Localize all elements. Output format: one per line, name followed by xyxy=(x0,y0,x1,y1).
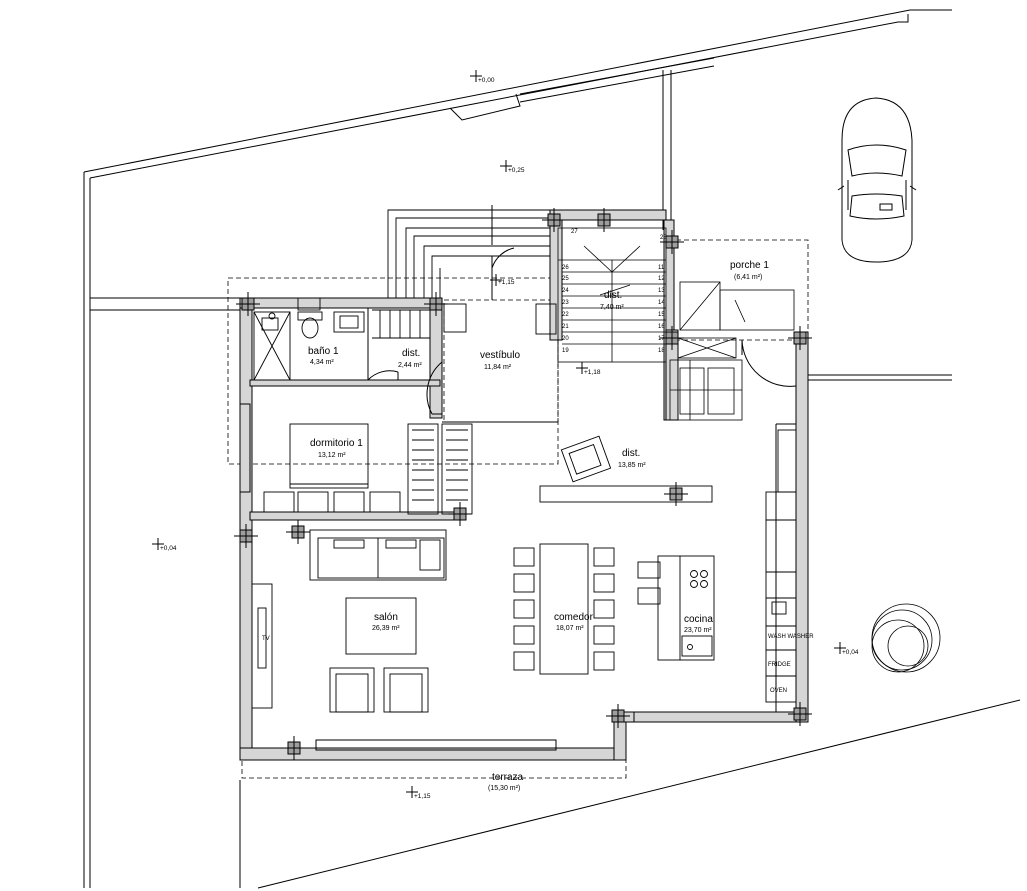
room-bano1-area: 4,34 m² xyxy=(310,359,334,366)
stair-step-l6: 21 xyxy=(562,324,569,330)
tv-label: TV xyxy=(262,636,270,642)
kitchen-furniture xyxy=(637,429,797,703)
interior-lines xyxy=(251,205,797,751)
stair-numbers: 27 28 26 25 24 23 22 21 20 19 11 12 13 1… xyxy=(562,229,667,354)
washer-label: WASH WASHER xyxy=(768,634,814,640)
room-cocina-name: cocina xyxy=(684,614,713,625)
room-dormitorio1-area: 13,12 m² xyxy=(318,452,346,459)
dining-furniture xyxy=(513,543,615,675)
stair-step-l8: 19 xyxy=(562,348,569,354)
stair-step-r2: 12 xyxy=(658,276,665,282)
room-vestibulo-name: vestíbulo xyxy=(480,350,520,361)
room-dist-main-name: dist. xyxy=(622,448,640,459)
room-dist-small-name: dist. xyxy=(402,348,420,359)
stair-step-r7: 17 xyxy=(658,336,665,342)
level-label-5: +0,04 xyxy=(160,545,177,552)
level-label-3: +1,15 xyxy=(498,279,515,286)
room-labels: baño 1 4,34 m² dist. 2,44 m² vestíbulo 1… xyxy=(308,260,769,792)
stair-step-l3: 24 xyxy=(562,288,569,294)
room-vestibulo-area: 11,84 m² xyxy=(484,364,512,371)
oven-label: OVEN xyxy=(770,688,787,694)
stair-step-top-right: 28 xyxy=(660,235,667,241)
hall-furniture xyxy=(539,435,713,503)
installation-box xyxy=(669,337,743,421)
room-salon-area: 26,39 m² xyxy=(372,625,400,632)
stair-step-l2: 25 xyxy=(562,276,569,282)
stair-step-l4: 23 xyxy=(562,300,569,306)
exterior-walls xyxy=(239,209,809,761)
stair-step-l5: 22 xyxy=(562,312,569,318)
stair-step-r6: 16 xyxy=(658,324,665,330)
stair-step-l7: 20 xyxy=(562,336,569,342)
bedroom-furniture xyxy=(239,303,557,515)
tree-drawing xyxy=(871,603,941,673)
room-porche1-area: (6,41 m²) xyxy=(734,274,762,281)
room-cocina-area: 23,70 m² xyxy=(684,627,712,634)
fridge-label: FRIDGE xyxy=(768,662,791,668)
staircase xyxy=(557,227,795,363)
room-stair-dist-area: 7,40 m² xyxy=(600,304,624,311)
room-comedor-name: comedor xyxy=(554,612,594,623)
stair-step-r5: 15 xyxy=(658,312,665,318)
room-terraza-area: (15,30 m²) xyxy=(488,785,520,792)
living-furniture xyxy=(239,403,447,713)
level-labels: +0,00 +0,25 +1,15 +1,18 +0,04 +0,04 +1,1… xyxy=(160,77,859,800)
stair-step-l1: 26 xyxy=(562,265,569,271)
plot-boundary xyxy=(83,9,1021,889)
level-label-2: +0,25 xyxy=(508,167,525,174)
car-drawing xyxy=(837,97,917,263)
bathroom-fixtures xyxy=(253,297,365,381)
stair-step-top-left: 27 xyxy=(571,229,578,235)
room-terraza-name: terraza xyxy=(492,772,524,783)
level-markers xyxy=(152,70,846,798)
appliance-labels: TV WASH WASHER FRIDGE OVEN xyxy=(262,634,814,694)
level-label-7: +1,15 xyxy=(414,793,431,800)
level-label-6: +0,04 xyxy=(842,649,859,656)
room-dormitorio1-name: dormitorio 1 xyxy=(310,438,363,449)
level-label-4: +1,18 xyxy=(584,369,601,376)
entry-steps xyxy=(372,209,550,339)
stair-step-r1: 11 xyxy=(658,265,665,271)
stair-step-r3: 13 xyxy=(658,288,665,294)
room-dist-small-area: 2,44 m² xyxy=(398,362,422,369)
room-stair-dist-name: dist. xyxy=(604,290,622,301)
room-porche1-name: porche 1 xyxy=(730,260,769,271)
level-label-1: +0,00 xyxy=(478,77,495,84)
stair-step-r8: 18 xyxy=(658,348,665,354)
room-salon-name: salón xyxy=(374,612,398,623)
room-comedor-area: 18,07 m² xyxy=(556,625,584,632)
stair-step-r4: 14 xyxy=(658,300,665,306)
room-dist-main-area: 13,85 m² xyxy=(618,462,646,469)
room-bano1-name: baño 1 xyxy=(308,346,339,357)
